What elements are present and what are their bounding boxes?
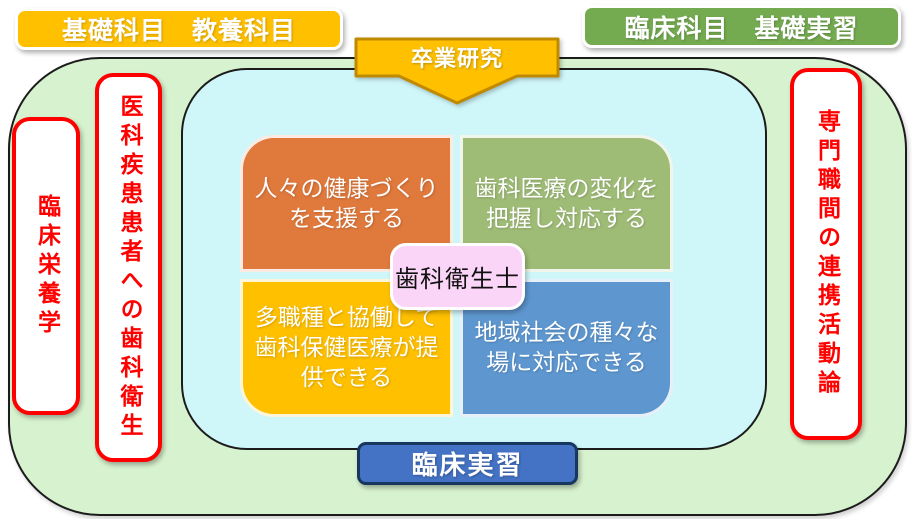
graduation-research-label: 卒業研究 <box>410 47 503 72</box>
clinical-practice-bar: 臨床実習 <box>357 442 578 485</box>
clinical-nutrition-box: 臨床栄養学 <box>12 117 80 415</box>
label-basic-subjects: 基礎科目 教養科目 <box>15 8 343 50</box>
down-arrow-icon <box>354 37 560 105</box>
dental-hygienist-label: 歯科衛生士 <box>390 243 525 310</box>
label-clinical-subjects: 臨床科目 基礎実習 <box>582 5 901 48</box>
interprofessional-box: 専門職間の連携活動論 <box>790 68 862 440</box>
medical-dental-hygiene-box: 医科疾患患者への歯科衛生 <box>95 73 162 462</box>
